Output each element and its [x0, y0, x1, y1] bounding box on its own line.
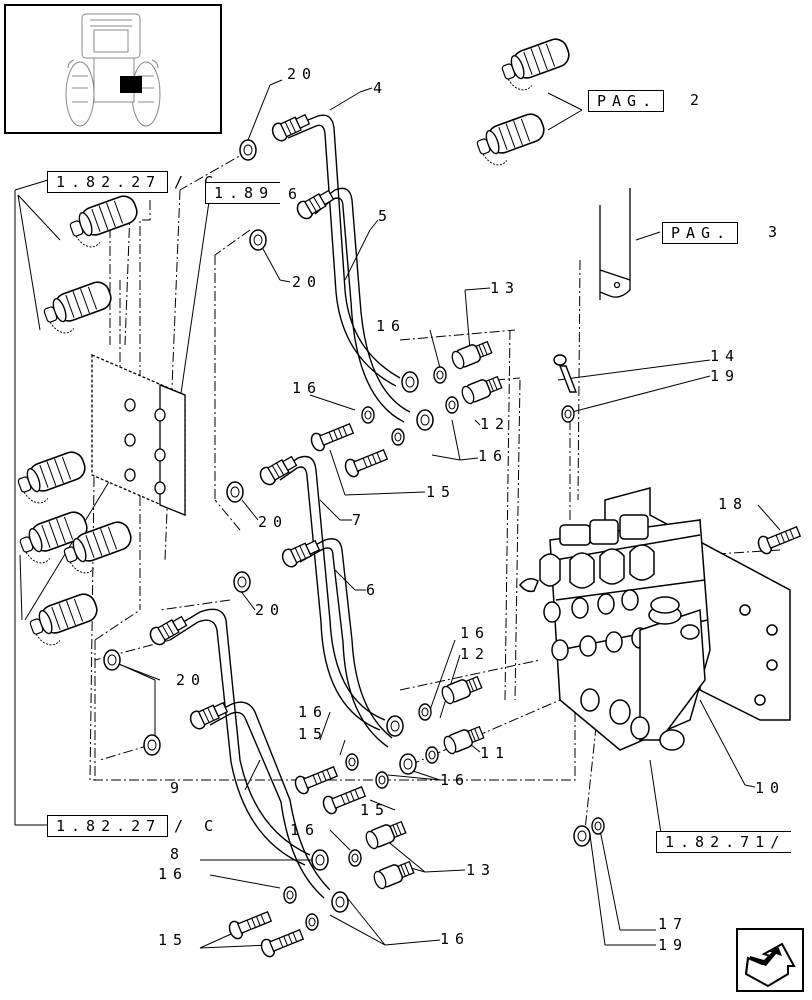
callout-14: 14: [710, 347, 741, 365]
callout-13: 13: [466, 861, 497, 879]
ref-1-82-27-top-suffix: / C: [174, 173, 220, 191]
callout-16: 16: [440, 771, 471, 789]
callout-6: 6: [366, 581, 382, 599]
ref-pag-3[interactable]: PAG.: [662, 222, 739, 244]
tractor-rear-view-icon: [65, 13, 161, 127]
callout-16: 16: [158, 865, 189, 883]
callout-16: 16: [440, 930, 471, 948]
callout-18: 18: [718, 495, 749, 513]
callout-9: 9: [170, 779, 186, 797]
callout-15: 15: [426, 483, 457, 501]
callout-7: 7: [352, 511, 368, 529]
callout-5: 5: [378, 207, 394, 225]
ref-1-82-27-top[interactable]: 1.82.27: [47, 171, 169, 193]
callout-11: 11: [480, 744, 511, 762]
callout-8: 8: [170, 845, 186, 863]
callout-12: 12: [480, 415, 511, 433]
callout-4: 4: [373, 79, 389, 97]
callout-20: 20: [292, 273, 323, 291]
ref-1-89[interactable]: 1.89: [205, 182, 281, 204]
ref-1-82-27-bottom[interactable]: 1.82.27: [47, 815, 169, 837]
callout-16: 16: [460, 624, 491, 642]
next-page-arrow-icon: [744, 942, 796, 988]
ref-1-82-71[interactable]: 1.82.71/: [656, 831, 792, 853]
callout-20: 20: [258, 513, 289, 531]
callout-16: 16: [298, 703, 329, 721]
callout-20: 20: [287, 65, 318, 83]
callout-6: 6: [288, 185, 304, 203]
callout-20: 20: [255, 601, 286, 619]
callout-16: 16: [290, 821, 321, 839]
ref-pag-2[interactable]: PAG.: [588, 90, 665, 112]
callout-15: 15: [298, 725, 329, 743]
callout-19: 19: [710, 367, 741, 385]
tractor-thumbnail: [4, 4, 222, 134]
ref-pag-3-number: 3: [768, 223, 784, 241]
callout-19: 19: [658, 936, 689, 954]
callout-16: 16: [376, 317, 407, 335]
callout-16: 16: [292, 379, 323, 397]
callout-20: 20: [176, 671, 207, 689]
callout-13: 13: [490, 279, 521, 297]
ref-pag-2-number: 2: [690, 91, 706, 109]
callout-15: 15: [360, 801, 391, 819]
callout-12: 12: [460, 645, 491, 663]
callout-16: 16: [478, 447, 509, 465]
ref-1-82-27-bottom-suffix: / C: [174, 817, 220, 835]
callout-17: 17: [658, 915, 689, 933]
next-page-button[interactable]: [736, 928, 804, 992]
callout-15: 15: [158, 931, 189, 949]
callout-10: 10: [755, 779, 786, 797]
